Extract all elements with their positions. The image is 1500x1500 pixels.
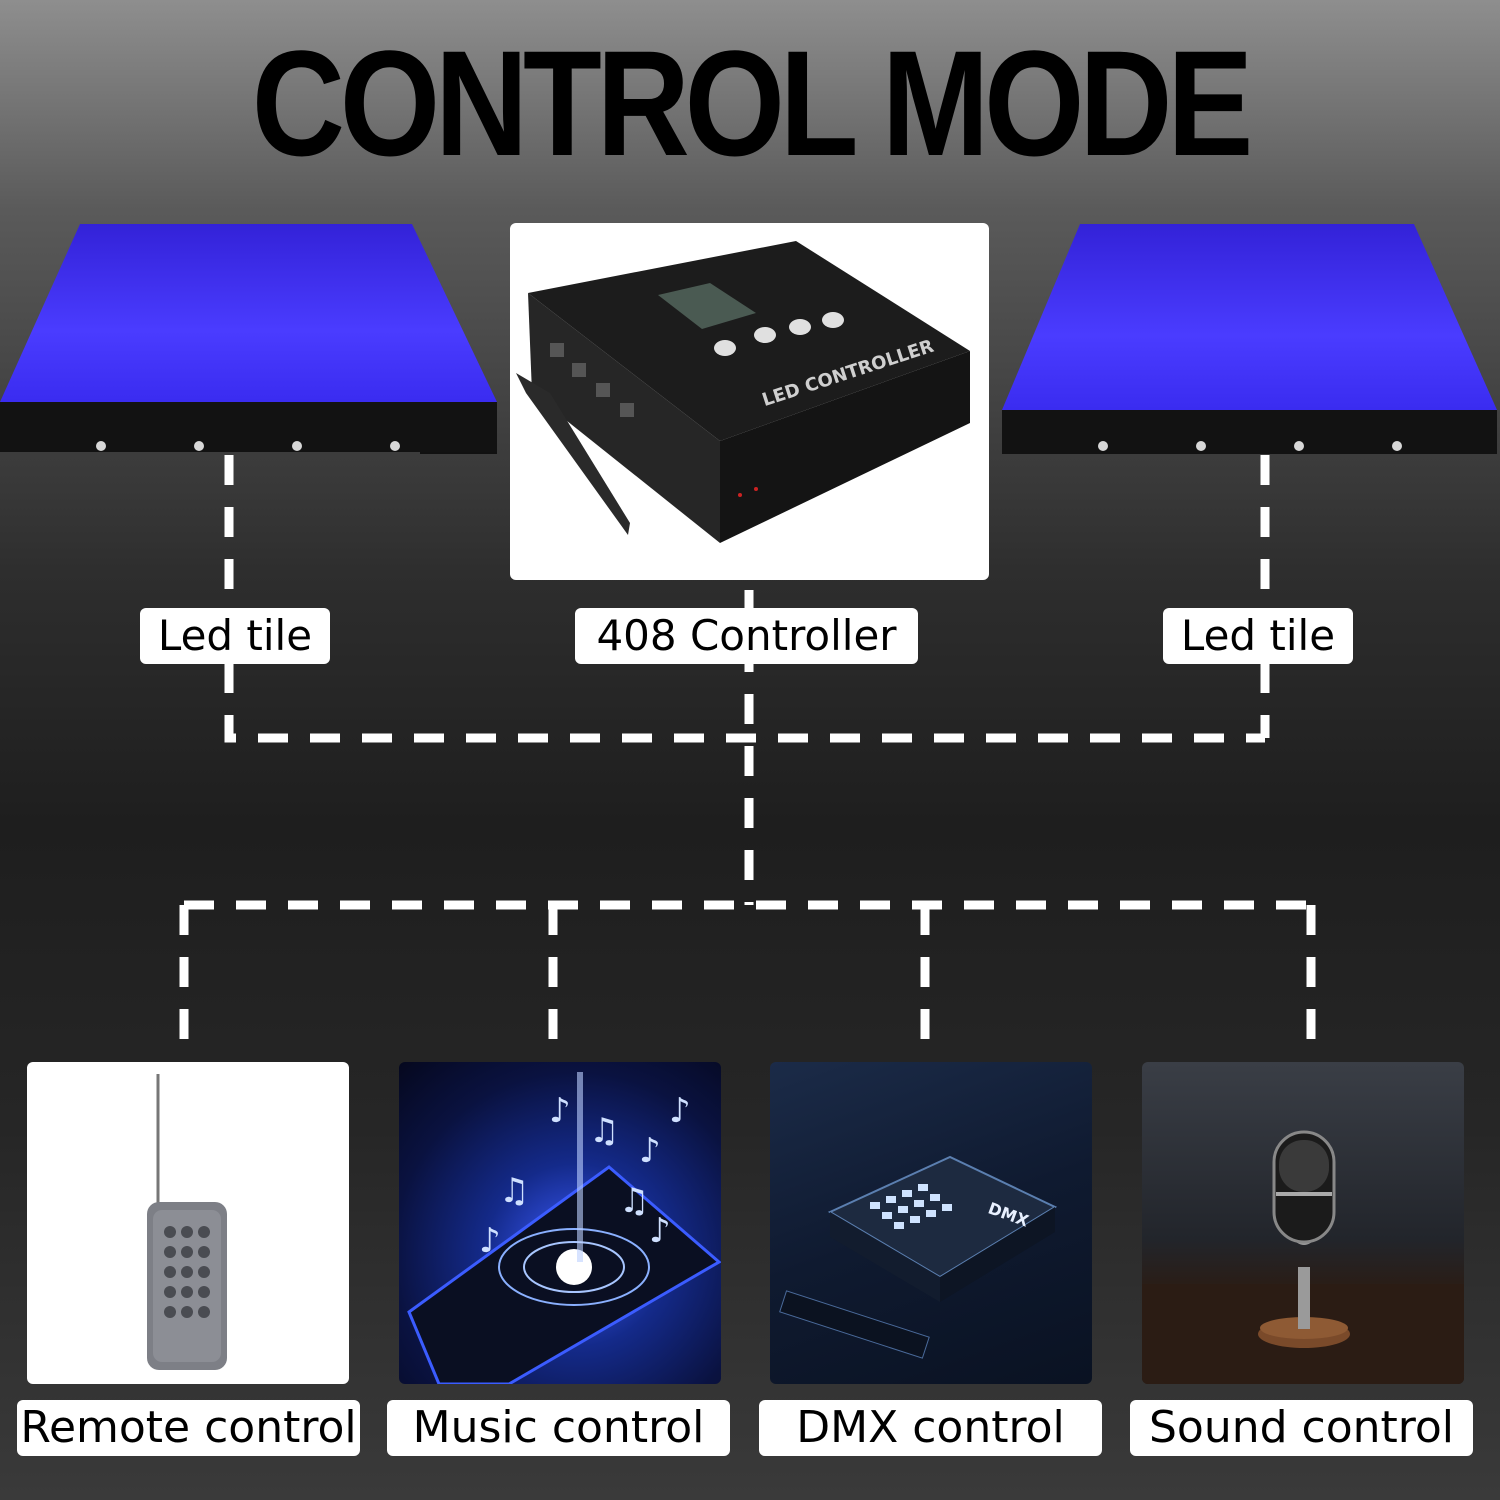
label-led-tile-left: Led tile: [140, 608, 330, 664]
microphone-icon: [1142, 1130, 1464, 1384]
svg-text:♪: ♪: [549, 1091, 571, 1131]
dmx-console-icon: DMX: [779, 1155, 1058, 1359]
label-dmx-control: DMX control: [759, 1400, 1102, 1456]
connector-left-tile: [224, 455, 1265, 743]
label-408-controller: 408 Controller: [575, 608, 918, 664]
remote-icon: [147, 1074, 227, 1370]
label-music-control: Music control: [387, 1400, 730, 1456]
svg-text:♪: ♪: [649, 1211, 671, 1251]
remote-image: [27, 1062, 349, 1384]
led-tile-left: [0, 224, 497, 454]
page-title: CONTROL MODE: [251, 19, 1254, 187]
music-phone-icon: ♪♫ ♪♫ ♪♫ ♪♪: [407, 1072, 721, 1384]
controller-image: LED CONTROLLER: [510, 223, 989, 580]
led-tile-right: [1002, 224, 1497, 454]
dmx-image: DMX: [770, 1062, 1092, 1384]
svg-text:♫: ♫: [499, 1171, 529, 1211]
label-sound-control: Sound control: [1130, 1400, 1473, 1456]
label-remote-control: Remote control: [17, 1400, 360, 1456]
svg-text:♫: ♫: [619, 1181, 649, 1221]
music-image: ♪♫ ♪♫ ♪♫ ♪♪: [399, 1062, 721, 1384]
sound-image: [1142, 1062, 1464, 1384]
svg-text:♪: ♪: [479, 1221, 501, 1261]
svg-text:♪: ♪: [639, 1131, 661, 1171]
svg-text:♫: ♫: [589, 1111, 619, 1151]
svg-text:♪: ♪: [669, 1091, 691, 1131]
label-led-tile-right: Led tile: [1163, 608, 1353, 664]
